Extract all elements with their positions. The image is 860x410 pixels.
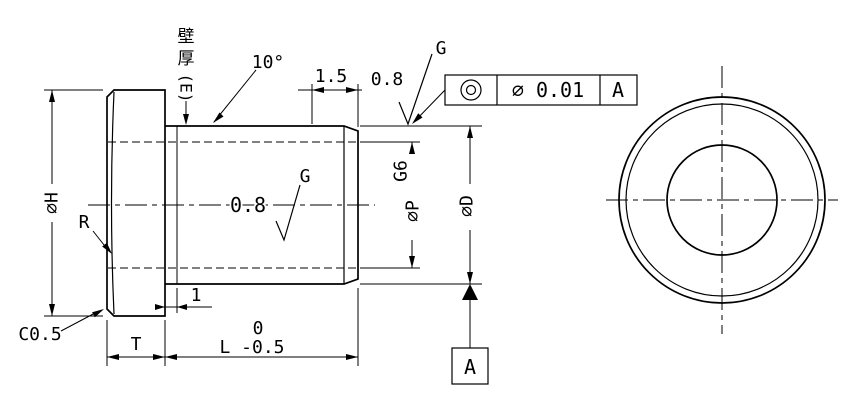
fcf-border — [444, 74, 638, 106]
od-surface-finish: 0.8 G — [369, 36, 448, 126]
radius-callout: R — [77, 210, 112, 254]
dia-p-label: ⌀P — [403, 200, 424, 222]
chamfer-callout: C0.5 — [17, 309, 104, 347]
dim-length: 0 L -0.5 — [165, 288, 359, 366]
flange-chamfer-curve — [110, 91, 115, 315]
concentricity-icon — [460, 79, 482, 101]
section-view: ⌀H R C0.5 T 0 L — [17, 25, 638, 385]
length-label: L -0.5 — [219, 337, 284, 358]
dim-dia-p: G6 ⌀P — [360, 141, 425, 269]
arrowhead — [49, 304, 55, 316]
arrowhead — [102, 242, 112, 254]
radius-label: R — [79, 212, 90, 233]
fit-label: G6 — [391, 160, 412, 182]
thickness-label: T — [131, 334, 142, 355]
arrowhead — [467, 126, 473, 138]
groove-width-label: 1 — [191, 285, 202, 306]
end-view — [606, 66, 838, 334]
arrowhead — [213, 112, 224, 123]
wall-thickness-suffix: (E) — [177, 74, 196, 103]
angle-callout: 10° — [213, 50, 286, 123]
fcf-tolerance: ⌀ 0.01 — [512, 78, 584, 102]
wall-thickness-callout: 壁 厚 (E) — [175, 25, 197, 125]
concentricity-icon — [465, 84, 477, 96]
arrowhead — [409, 256, 415, 268]
dim-flange-thickness: T — [106, 320, 166, 366]
lead-length-label: 1.5 — [315, 66, 348, 87]
dia-d-label: ⌀D — [457, 195, 478, 217]
body-outline — [165, 125, 359, 285]
arrowhead — [346, 354, 358, 360]
dia-h-label: ⌀H — [42, 192, 63, 214]
od-method-label: G — [436, 38, 447, 59]
leader-line — [60, 311, 98, 332]
arrowhead — [412, 113, 423, 124]
arrowhead — [107, 354, 119, 360]
surface-finish-icon — [398, 53, 433, 126]
datum-label: A — [464, 355, 476, 379]
datum-triangle-icon — [462, 284, 478, 300]
dim-dia-d: ⌀D — [360, 125, 482, 285]
feature-control-frame: ⌀ 0.01 A — [412, 74, 638, 124]
angle-label: 10° — [252, 52, 285, 73]
arrowhead — [183, 114, 189, 125]
datum-feature-symbol: A — [451, 284, 489, 385]
bore-surface-finish: 0.8 G — [228, 164, 312, 242]
wall-thickness-char1: 壁 — [178, 27, 195, 47]
dim-lead-length: 1.5 — [298, 64, 362, 127]
arrowhead — [312, 87, 324, 93]
bore-method-label: G — [300, 166, 311, 187]
arrowhead — [165, 354, 177, 360]
arrowhead — [467, 272, 473, 284]
leader-line — [213, 69, 257, 123]
arrowhead — [155, 304, 165, 310]
arrowhead — [153, 354, 165, 360]
arrowhead — [49, 90, 55, 102]
chamfer-label: C0.5 — [18, 324, 61, 345]
arrowhead — [409, 142, 415, 154]
arrowhead — [177, 304, 187, 310]
dim-groove-width: 1 — [155, 283, 212, 313]
arrowhead — [346, 87, 358, 93]
wall-thickness-char2: 厚 — [178, 49, 195, 69]
arrowhead — [92, 309, 104, 318]
dim-dia-h: ⌀H — [40, 89, 103, 317]
datum-box — [451, 347, 489, 385]
surface-finish-icon — [275, 184, 301, 242]
length-upper-tolerance: 0 — [253, 318, 264, 339]
fcf-datum: A — [612, 78, 624, 102]
od-roughness-value: 0.8 — [371, 69, 404, 90]
flange-outline — [106, 89, 166, 317]
bore-roughness-value: 0.8 — [230, 193, 266, 217]
